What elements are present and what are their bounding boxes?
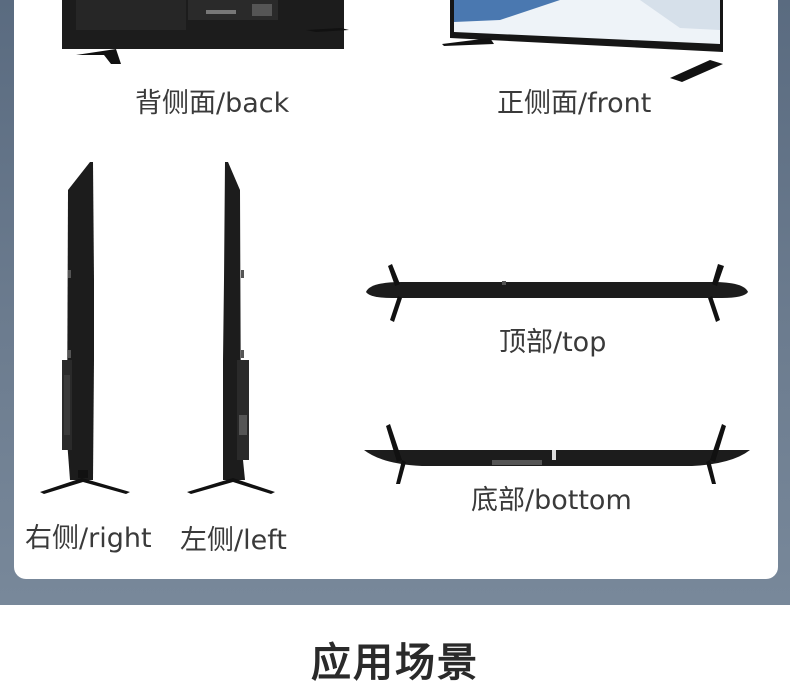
tv-left-side-image	[187, 162, 275, 494]
label-bottom: 底部/bottom	[471, 485, 632, 516]
label-top: 顶部/top	[499, 327, 607, 358]
tv-top-view-image	[366, 264, 748, 322]
tv-back-view-image	[62, 0, 349, 64]
section-title: 应用场景	[311, 640, 479, 686]
tv-right-side-image	[40, 162, 130, 494]
label-left: 左侧/left	[180, 525, 287, 556]
tv-front-view-image	[442, 0, 723, 82]
tv-bottom-view-image	[364, 424, 750, 484]
label-back: 背侧面/back	[135, 88, 290, 119]
label-right: 右侧/right	[25, 523, 152, 554]
label-front: 正侧面/front	[497, 88, 652, 119]
